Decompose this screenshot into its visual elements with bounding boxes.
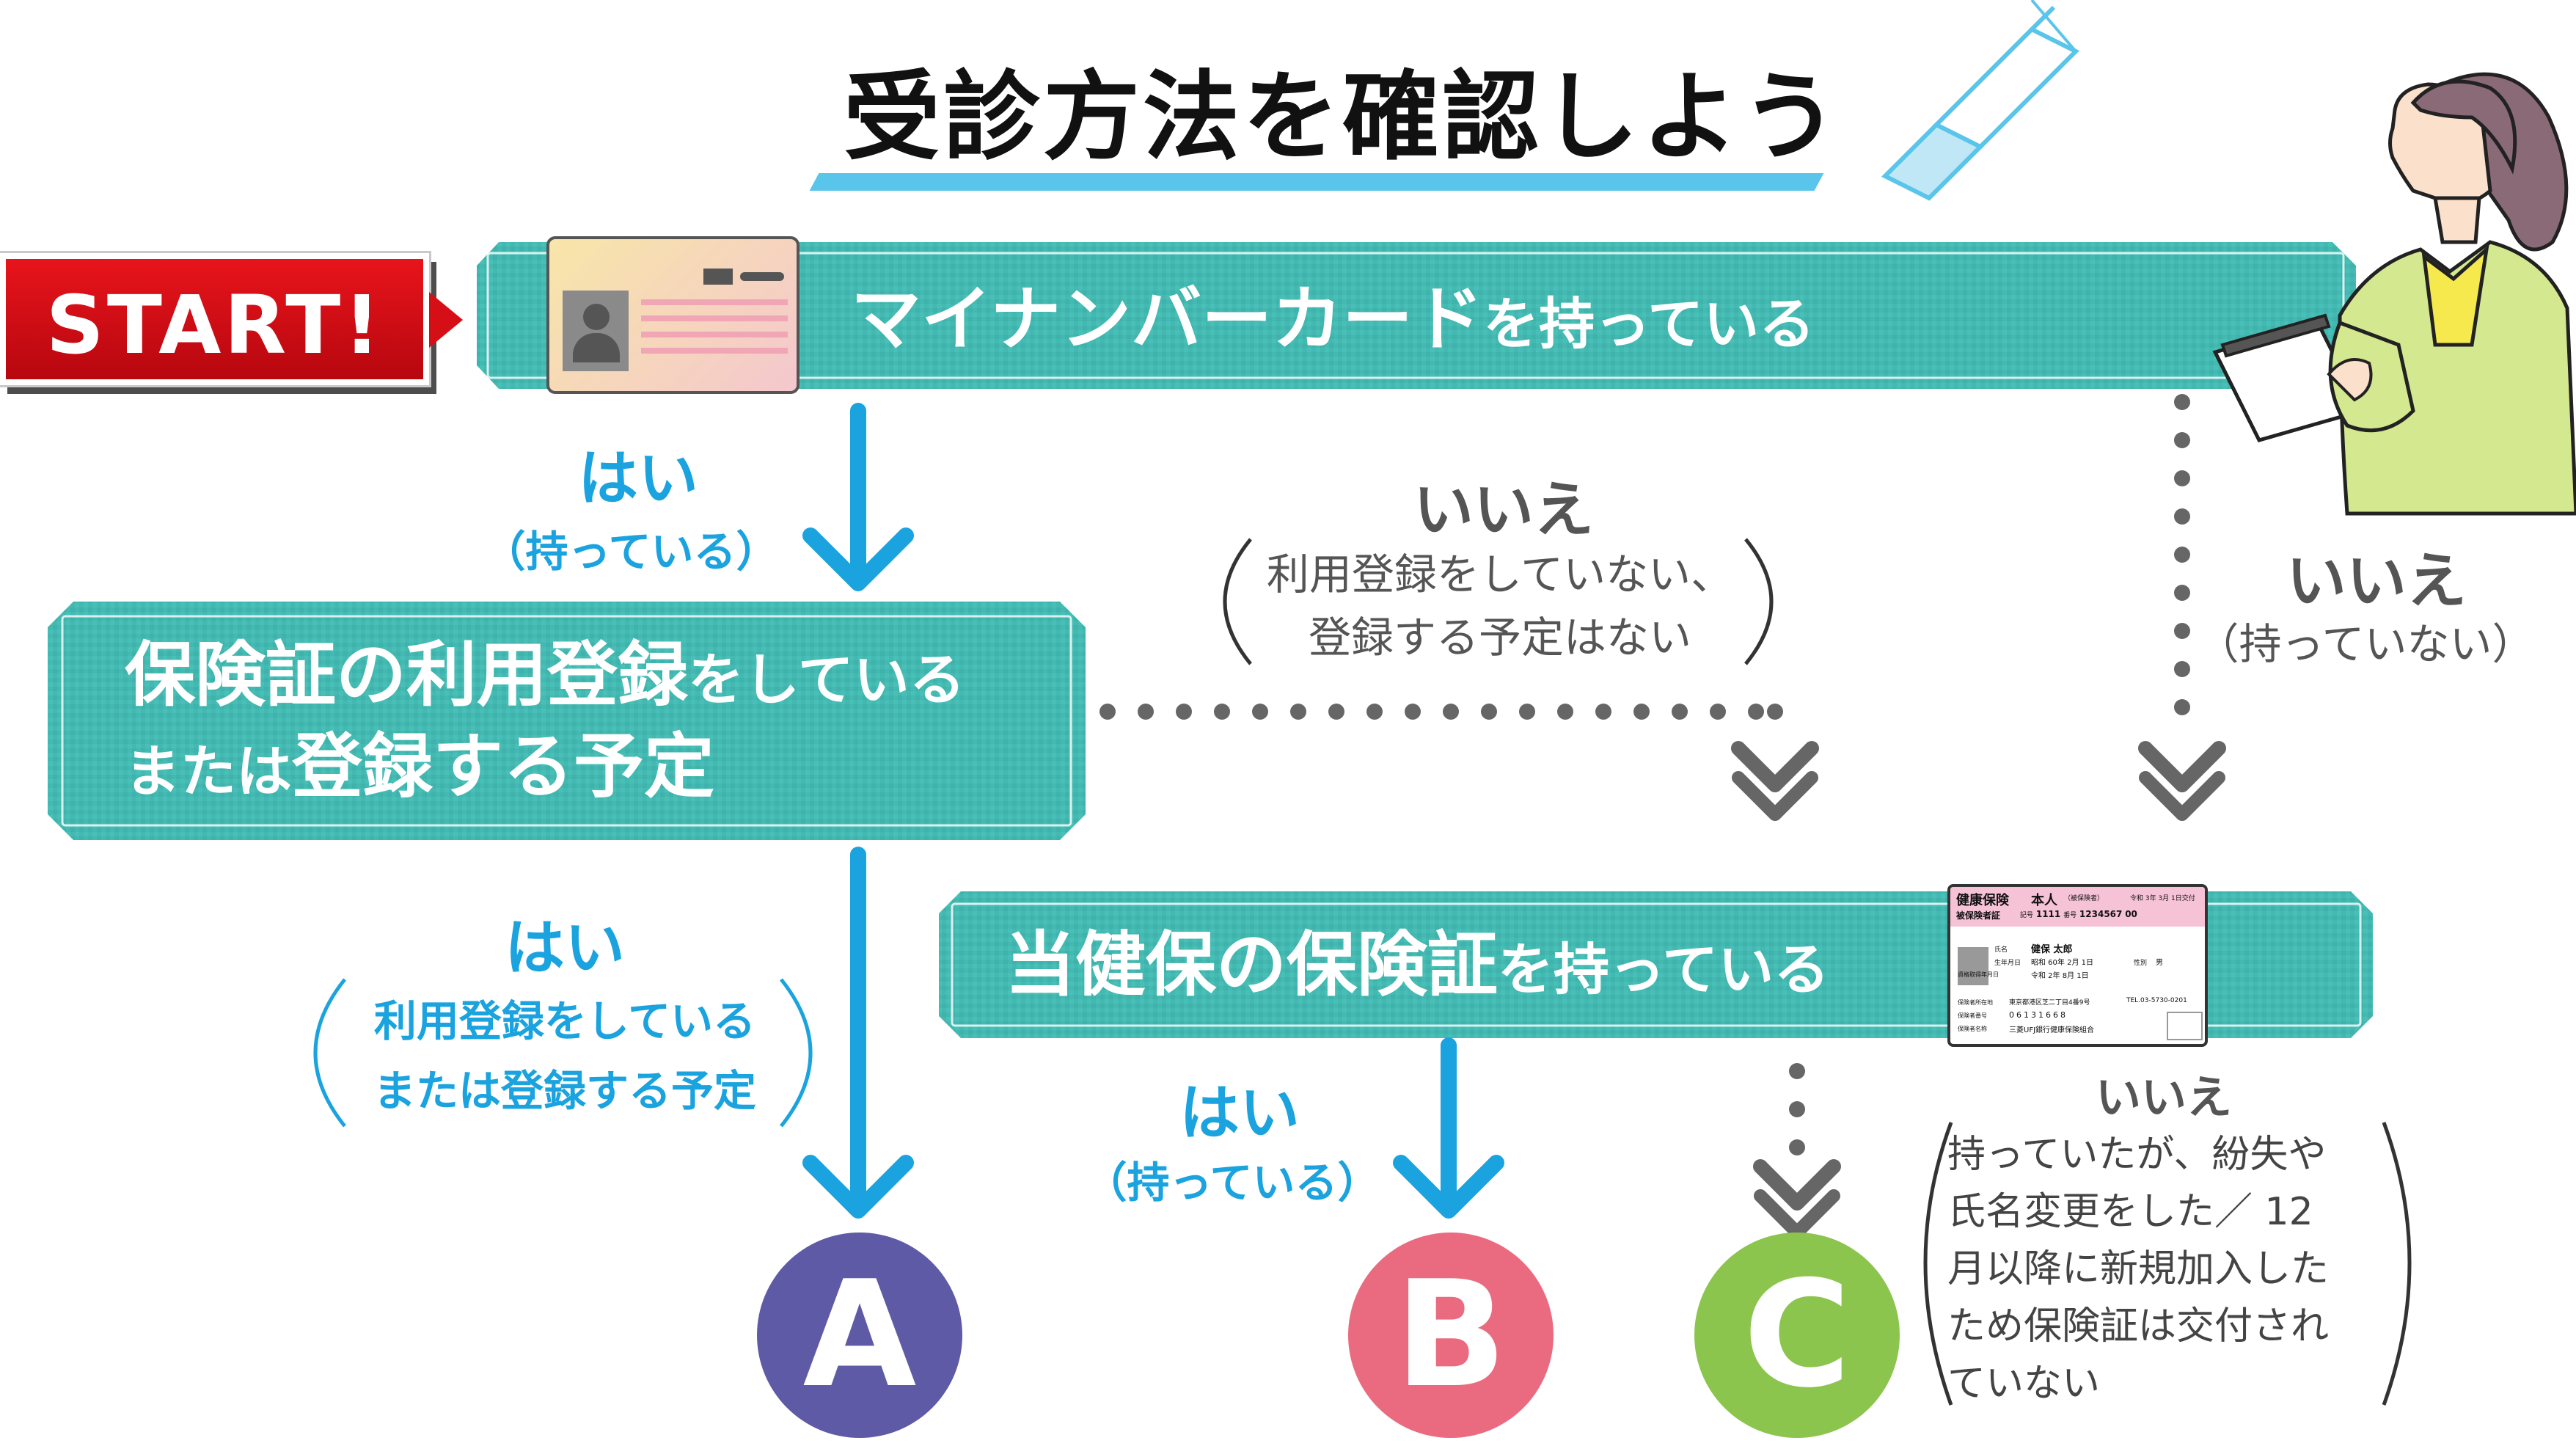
- q2-no-dotted-arrow: [1099, 704, 1783, 720]
- q3-no-notes: 持っていたが、紛失や 氏名変更をした／ 12 月以降に新規加入した ため保険証は…: [1947, 1126, 2395, 1412]
- q2-no-brackets: [1223, 538, 1774, 665]
- q2-no-chevron: [1731, 741, 1819, 821]
- q1-no-chevron: [2138, 741, 2226, 821]
- q3-no-note-line: ていない: [1947, 1362, 2101, 1406]
- card-kigo: 1111: [2035, 909, 2061, 919]
- q2-line2-main: 登録する予定: [292, 726, 714, 808]
- start-badge: START!: [0, 251, 431, 387]
- highlighter-pen-icon: [1881, 0, 2080, 201]
- card-addr-label: 保険者所在地: [1958, 999, 1993, 1006]
- q2-no-sublabel-1: 利用登録をしていない、: [1266, 549, 1734, 599]
- q3-yes-sublabel: （持っている）: [1084, 1158, 1380, 1208]
- q3-no-note-line: 氏名変更をした／ 12: [1947, 1190, 2313, 1234]
- q2-no-sublabel-2: 登録する予定はない: [1308, 613, 1691, 662]
- card-bango-label: 番号: [2063, 912, 2077, 919]
- page-title: 受診方法を確認しよう: [844, 61, 1841, 174]
- card-acq-label: 資格取得年月日: [1958, 971, 1999, 978]
- q3-yes-arrow: [1393, 1037, 1504, 1219]
- card-header-mid: 本人: [2031, 893, 2057, 908]
- card-header-sub: （被保険者）: [2064, 895, 2104, 902]
- title-underline: [809, 173, 1824, 191]
- card-date: 令和 3年 3月 1日交付: [2130, 895, 2195, 902]
- q2-line2: または登録する予定: [125, 726, 714, 807]
- q1-no-label: いいえ: [2286, 547, 2467, 616]
- q3-yes-label: はい: [1179, 1078, 1300, 1148]
- q3-tail: を持っている: [1498, 937, 1830, 1002]
- card-tel: TEL.03-5730-0201: [2126, 997, 2187, 1004]
- q1-no-dotted-arrow: [2174, 394, 2190, 715]
- card-header-left: 健康保険: [1956, 893, 2009, 908]
- card-name: 健保 太郎: [2031, 944, 2073, 955]
- card-birth: 昭和 60年 2月 1日: [2031, 959, 2093, 967]
- q2-no-label: いいえ: [1413, 475, 1594, 545]
- q3-no-note-line: ため保険証は交付され: [1947, 1304, 2330, 1348]
- q2-line1: 保険証の利用登録をしている: [125, 635, 965, 715]
- q3-no-label: いいえ: [2095, 1070, 2232, 1124]
- card-kigo-row: 記号 1111 番号 1234567 00: [2020, 909, 2137, 919]
- q2-yes-brackets: [313, 978, 813, 1128]
- mynumber-card-icon: [546, 236, 799, 394]
- q1-banner-shape: [477, 242, 2356, 389]
- card-sex-label: 性別: [2134, 960, 2148, 967]
- q3-no-note-line: 月以降に新規加入した: [1947, 1247, 2330, 1291]
- q1-yes-sublabel: （持っている）: [483, 527, 779, 577]
- q1-yes-label: はい: [577, 444, 698, 514]
- q3-no-brackets: [1923, 1122, 2412, 1406]
- q1-yes-arrow: [802, 403, 914, 591]
- card-insurer-label: 保険者名称: [1958, 1026, 1987, 1032]
- q2-yes-sublabel-2: または登録する予定: [373, 1066, 756, 1116]
- q1-no-sublabel: （持っていない）: [2196, 619, 2535, 669]
- card-type: 被保険者証: [1956, 910, 2001, 921]
- result-b-circle: B: [1348, 1233, 1554, 1438]
- q1-tail: を持っている: [1483, 291, 1815, 357]
- card-kigo-label: 記号: [2020, 912, 2034, 919]
- q3-no-chevron: [1753, 1159, 1841, 1239]
- card-bango: 1234567: [2079, 909, 2123, 919]
- q3-no-dotted-arrow: [1789, 1063, 1805, 1155]
- card-num: 06131668: [2009, 1010, 2068, 1020]
- card-addr: 東京都港区芝二丁目4番9号: [2009, 999, 2090, 1007]
- q2-yes-arrow: [802, 847, 914, 1219]
- card-acq: 令和 2年 8月 1日: [2031, 972, 2089, 980]
- card-birth-label: 生年月日: [1994, 960, 2021, 967]
- card-insurer: 三菱UFJ銀行健康保険組合: [2009, 1026, 2095, 1034]
- q1-main: マイナンバーカード: [851, 278, 1484, 360]
- insurance-card-icon: 健康保険 本人 （被保険者） 令和 3年 3月 1日交付 被保険者証 記号 11…: [1947, 884, 2208, 1047]
- q2-yes-sublabel-1: 利用登録をしている: [373, 996, 756, 1046]
- q3-main: 当健保の保険証: [1005, 924, 1498, 1006]
- card-name-label: 氏名: [1994, 946, 2008, 954]
- q2-yes-label: はい: [504, 913, 625, 983]
- card-num-label: 保険者番号: [1958, 1012, 1987, 1019]
- result-c-circle: C: [1694, 1233, 1900, 1438]
- q2-line1-tail: をしている: [688, 647, 965, 712]
- q1-text: マイナンバーカードを持っている: [851, 275, 1815, 363]
- start-badge-tip: [429, 292, 463, 348]
- result-a-circle: A: [757, 1233, 962, 1438]
- card-sex: 男: [2156, 959, 2163, 967]
- card-edaban: 00: [2125, 909, 2137, 919]
- q2-banner-shape: [48, 602, 1086, 840]
- q2-line2-pre: または: [125, 739, 292, 804]
- q3-no-note-line: 持っていたが、紛失や: [1947, 1133, 2327, 1177]
- person-illustration: [2212, 72, 2576, 516]
- q3-text: 当健保の保険証を持っている: [1005, 921, 1829, 1009]
- q2-line1-main: 保険証の利用登録: [125, 634, 688, 716]
